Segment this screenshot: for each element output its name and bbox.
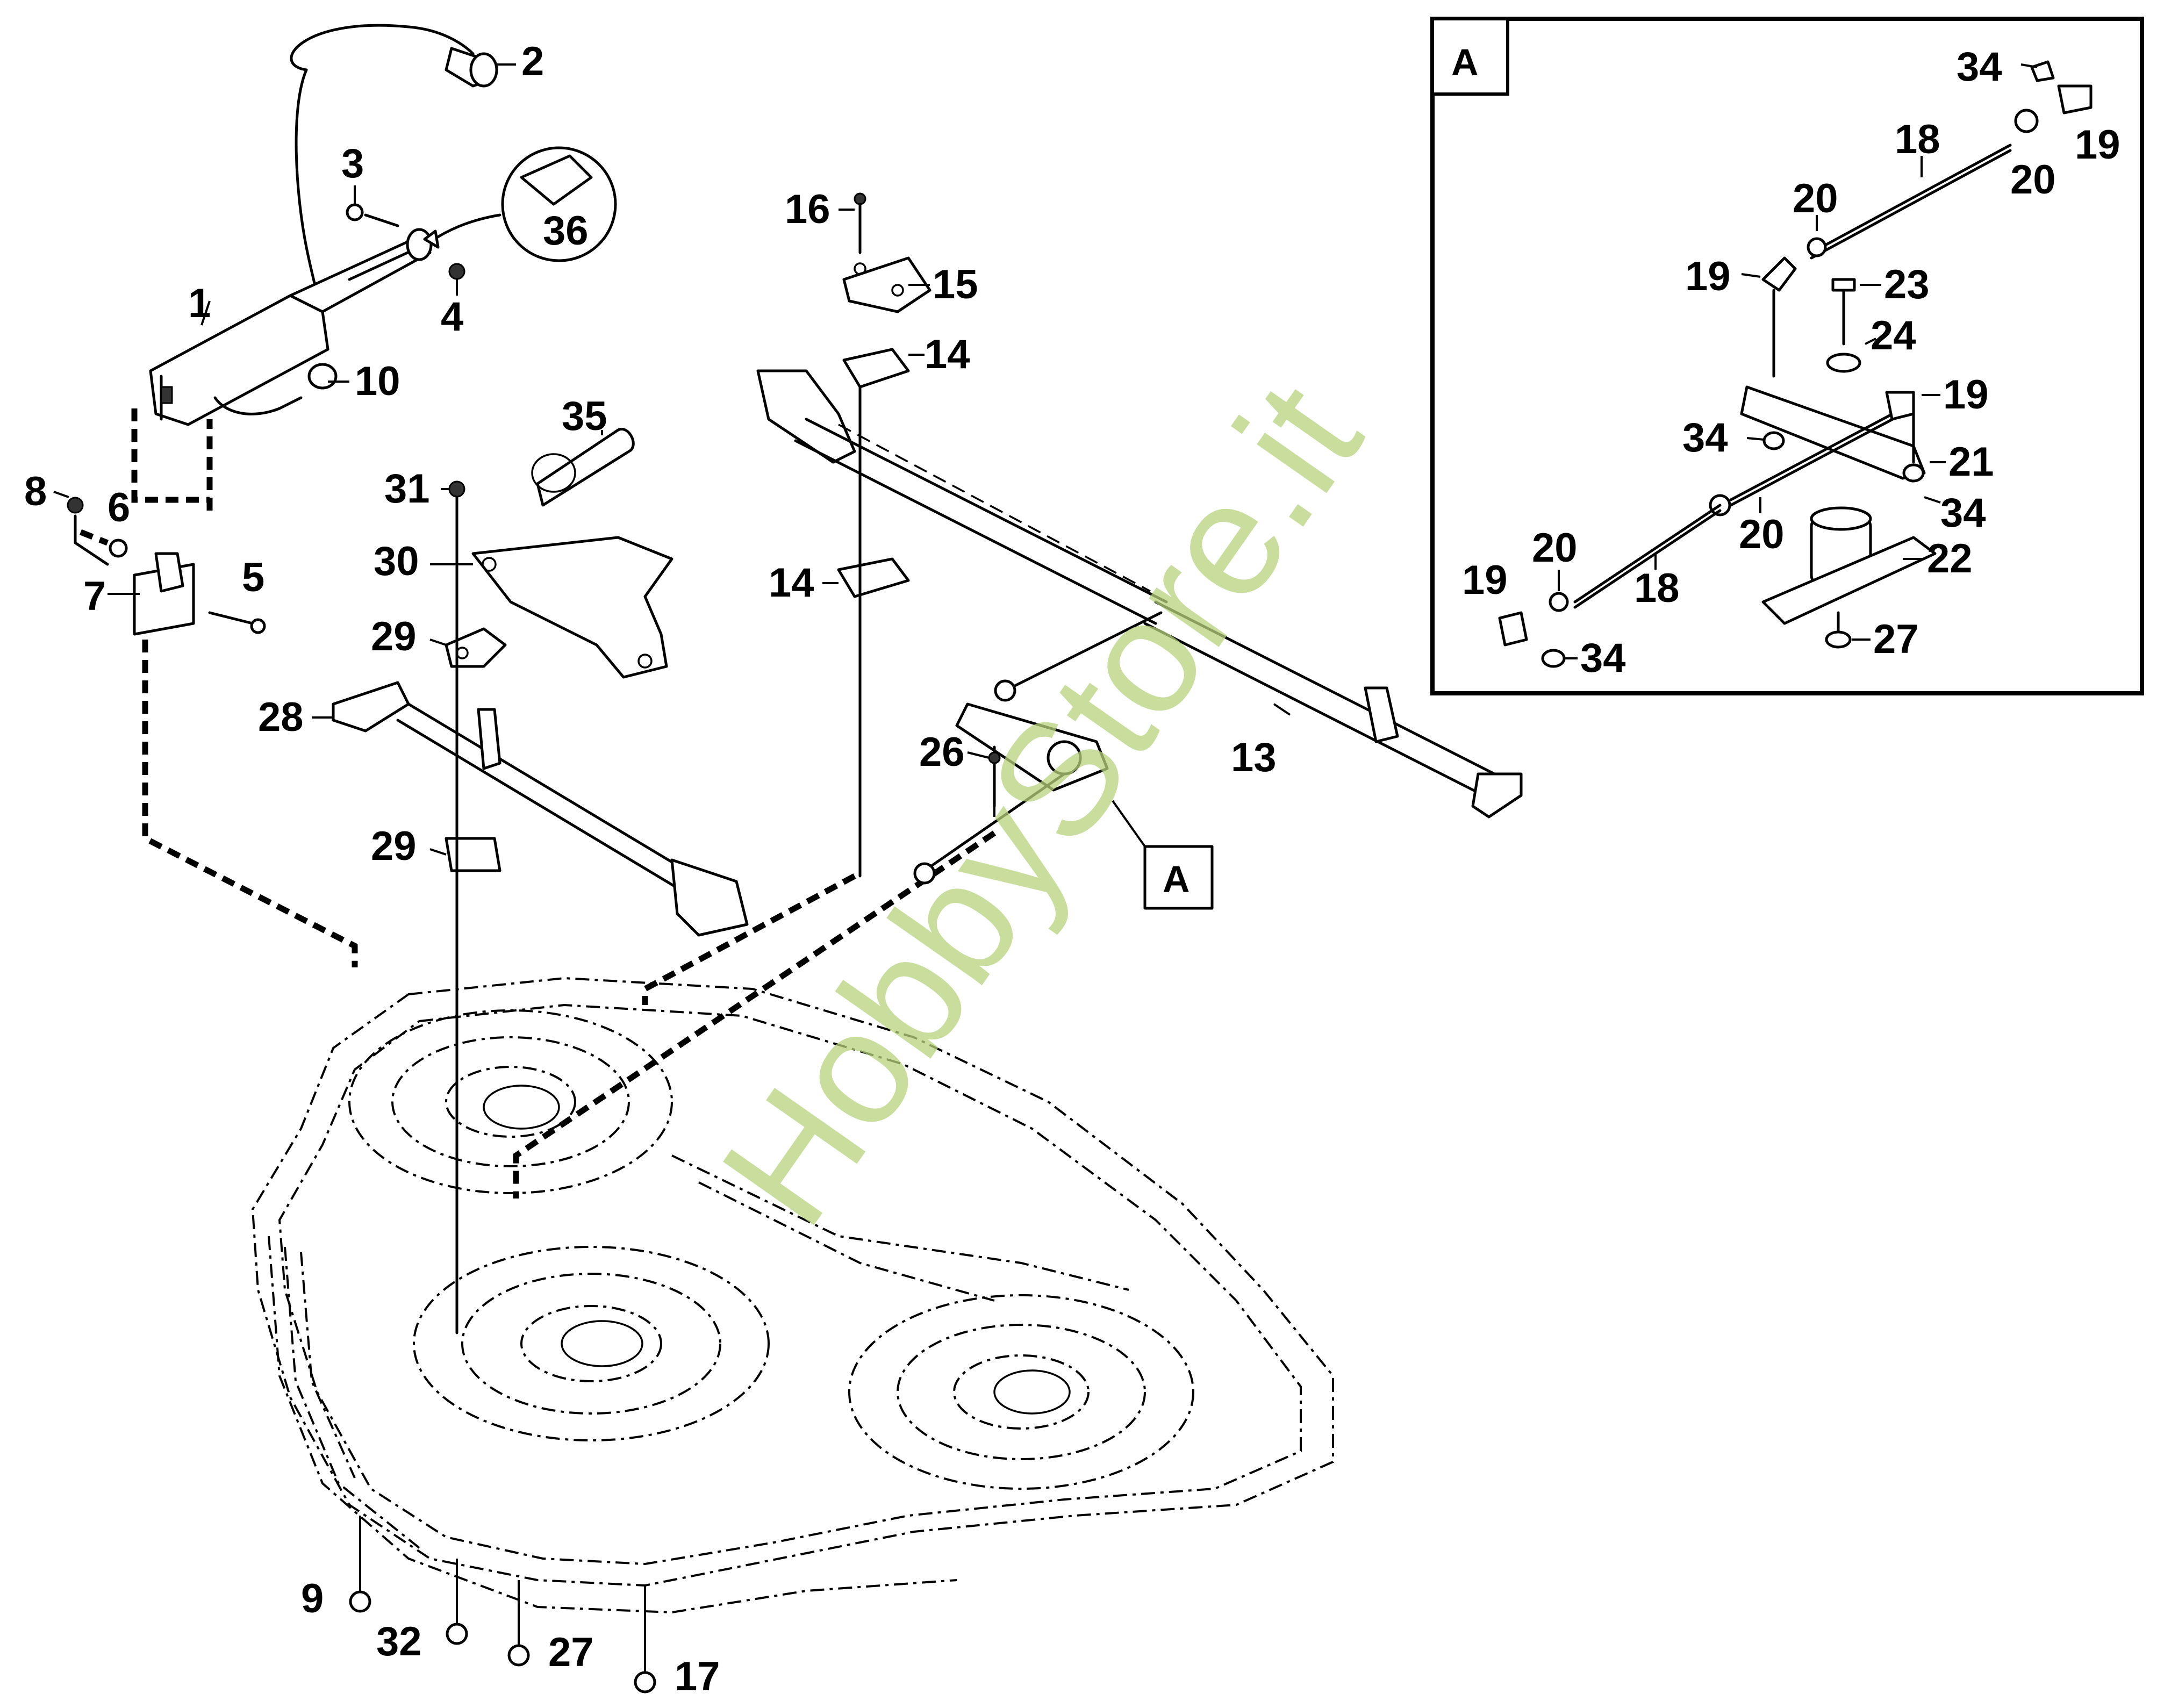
- callout-9: 9: [301, 1576, 324, 1621]
- detail-callout-20-center: 20: [1739, 512, 1785, 557]
- callout-13: 13: [1231, 735, 1277, 780]
- detail-callout-18-lower: 18: [1634, 565, 1680, 611]
- callout-28: 28: [258, 694, 304, 740]
- mower-deck: [251, 977, 1334, 1614]
- callout-7: 7: [83, 573, 106, 619]
- callout-4: 4: [441, 294, 463, 340]
- callout-29-lower: 29: [371, 823, 417, 869]
- detail-callout-20-lower: 20: [1532, 525, 1578, 571]
- callout-35: 35: [562, 393, 607, 439]
- callout-14: 14: [925, 332, 970, 377]
- callout-3: 3: [341, 141, 364, 186]
- detail-box-label: A: [1451, 41, 1479, 83]
- callout-6: 6: [108, 485, 130, 530]
- detail-ref-label: A: [1163, 858, 1190, 900]
- callout-5: 5: [242, 555, 264, 600]
- detail-ref-box: [1143, 845, 1214, 910]
- callout-2: 2: [521, 39, 544, 84]
- callout-14-lower: 14: [769, 560, 814, 606]
- callouts: 1 2 3 4 5 6 7 8 10 36 35 31 30 29 28 29 …: [24, 39, 1291, 1699]
- detail-a-panel: A 34 19 18 20 2: [1430, 17, 2144, 695]
- detail-callout-20-right: 20: [2010, 157, 2056, 203]
- detail-callout-22: 22: [1927, 536, 1973, 582]
- detail-callout-34-top: 34: [1957, 44, 2002, 90]
- callout-27: 27: [548, 1630, 594, 1675]
- callout-16: 16: [785, 186, 830, 232]
- detail-callout-24: 24: [1871, 313, 1916, 358]
- callout-8: 8: [24, 469, 47, 514]
- detail-callout-19-top: 19: [2075, 122, 2120, 168]
- callout-10: 10: [355, 358, 400, 404]
- callout-1: 1: [188, 281, 211, 326]
- detail-callout-19-left: 19: [1685, 254, 1731, 299]
- callout-17: 17: [675, 1654, 720, 1699]
- detail-callout-19-mid: 19: [1943, 372, 1989, 418]
- lift-linkage: [332, 427, 749, 1334]
- detail-callout-23: 23: [1884, 262, 1930, 307]
- actuator-assembly: [67, 24, 617, 636]
- detail-callout-19-lower: 19: [1462, 557, 1508, 603]
- callout-29: 29: [371, 614, 417, 659]
- connection-lines: [79, 408, 997, 1199]
- detail-callout-34-right: 34: [1940, 490, 1986, 536]
- detail-callout-27: 27: [1873, 616, 1919, 662]
- callout-30: 30: [374, 539, 419, 584]
- watermark: HobbyStore.it: [686, 351, 1396, 1256]
- callout-31: 31: [384, 466, 430, 512]
- callout-26: 26: [919, 729, 965, 775]
- detail-callout-18-top: 18: [1895, 117, 1940, 162]
- lift-shaft-assembly: [756, 192, 1523, 885]
- detail-callout-34-bottom: 34: [1580, 635, 1626, 681]
- callout-32: 32: [376, 1619, 422, 1664]
- detail-callout-21: 21: [1948, 439, 1994, 485]
- callout-36: 36: [543, 208, 589, 254]
- callout-15: 15: [933, 262, 978, 307]
- detail-callout-34-left: 34: [1682, 415, 1728, 461]
- detail-callout-20-upper: 20: [1793, 176, 1838, 221]
